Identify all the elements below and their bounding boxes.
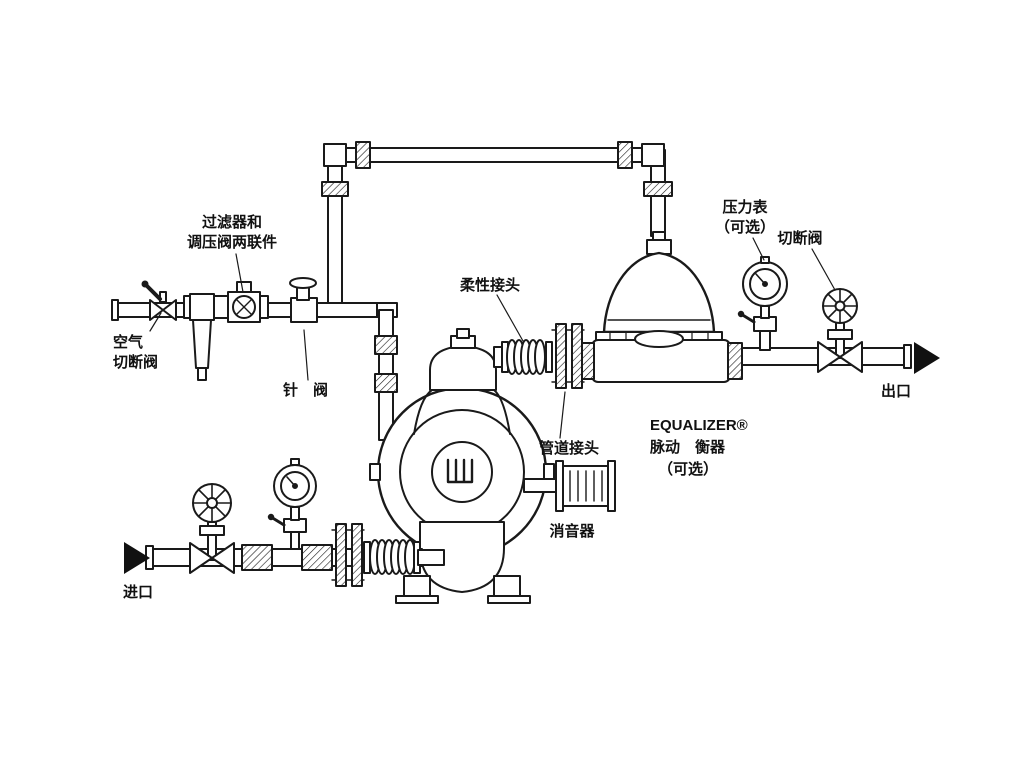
label-inlet: 进口 [123, 584, 153, 601]
label-shutoff-valve: 切断阀 [777, 229, 822, 247]
outlet-shutoff-valve [817, 288, 863, 373]
inlet-pipe-flange [331, 523, 365, 587]
label-air-shutoff-line1: 空气 [113, 333, 143, 351]
inlet-pressure-gauge [267, 458, 317, 550]
diaphragm-pump [369, 328, 555, 604]
pump-logo [446, 458, 474, 484]
label-needle-valve: 针 阀 [283, 381, 328, 399]
muffler [523, 460, 616, 512]
label-pipe-joint: 管道接头 [539, 439, 599, 457]
label-filter-regulator-line1: 过滤器和 [202, 213, 262, 231]
label-muffler: 消音器 [549, 522, 595, 540]
outlet-flexible-joint [493, 339, 553, 375]
air-shutoff-valve [141, 280, 177, 321]
label-filter-regulator-line2: 调压阀两联件 [187, 233, 277, 251]
outlet-flow-arrow [914, 342, 940, 374]
outlet-pressure-gauge [737, 256, 788, 351]
label-equalizer-line3: （可选） [658, 460, 718, 478]
label-pressure-gauge-line2: （可选） [715, 218, 775, 236]
label-equalizer-line2: 脉动 衡器 [649, 438, 726, 456]
filter-regulator-assembly [183, 281, 269, 381]
inlet-flow-arrow [124, 542, 150, 574]
inlet-shutoff-valve [189, 483, 235, 574]
label-outlet: 出口 [881, 382, 911, 400]
flow-arrows [124, 342, 940, 574]
label-pressure-gauge-line1: 压力表 [722, 198, 768, 216]
needle-valve [289, 277, 318, 323]
air-supply-piping [111, 141, 673, 441]
leader-lines [149, 237, 836, 439]
label-flexible-joint: 柔性接头 [460, 276, 520, 294]
pulsation-dampener [581, 231, 743, 383]
inlet-flexible-joint [363, 539, 445, 575]
label-air-shutoff-line2: 切断阀 [113, 353, 158, 371]
labels: 过滤器和 调压阀两联件 空气 切断阀 针 阀 柔性接头 压力表 （可选） 切断阀… [113, 198, 911, 601]
label-equalizer-line1: EQUALIZER® [650, 417, 748, 434]
